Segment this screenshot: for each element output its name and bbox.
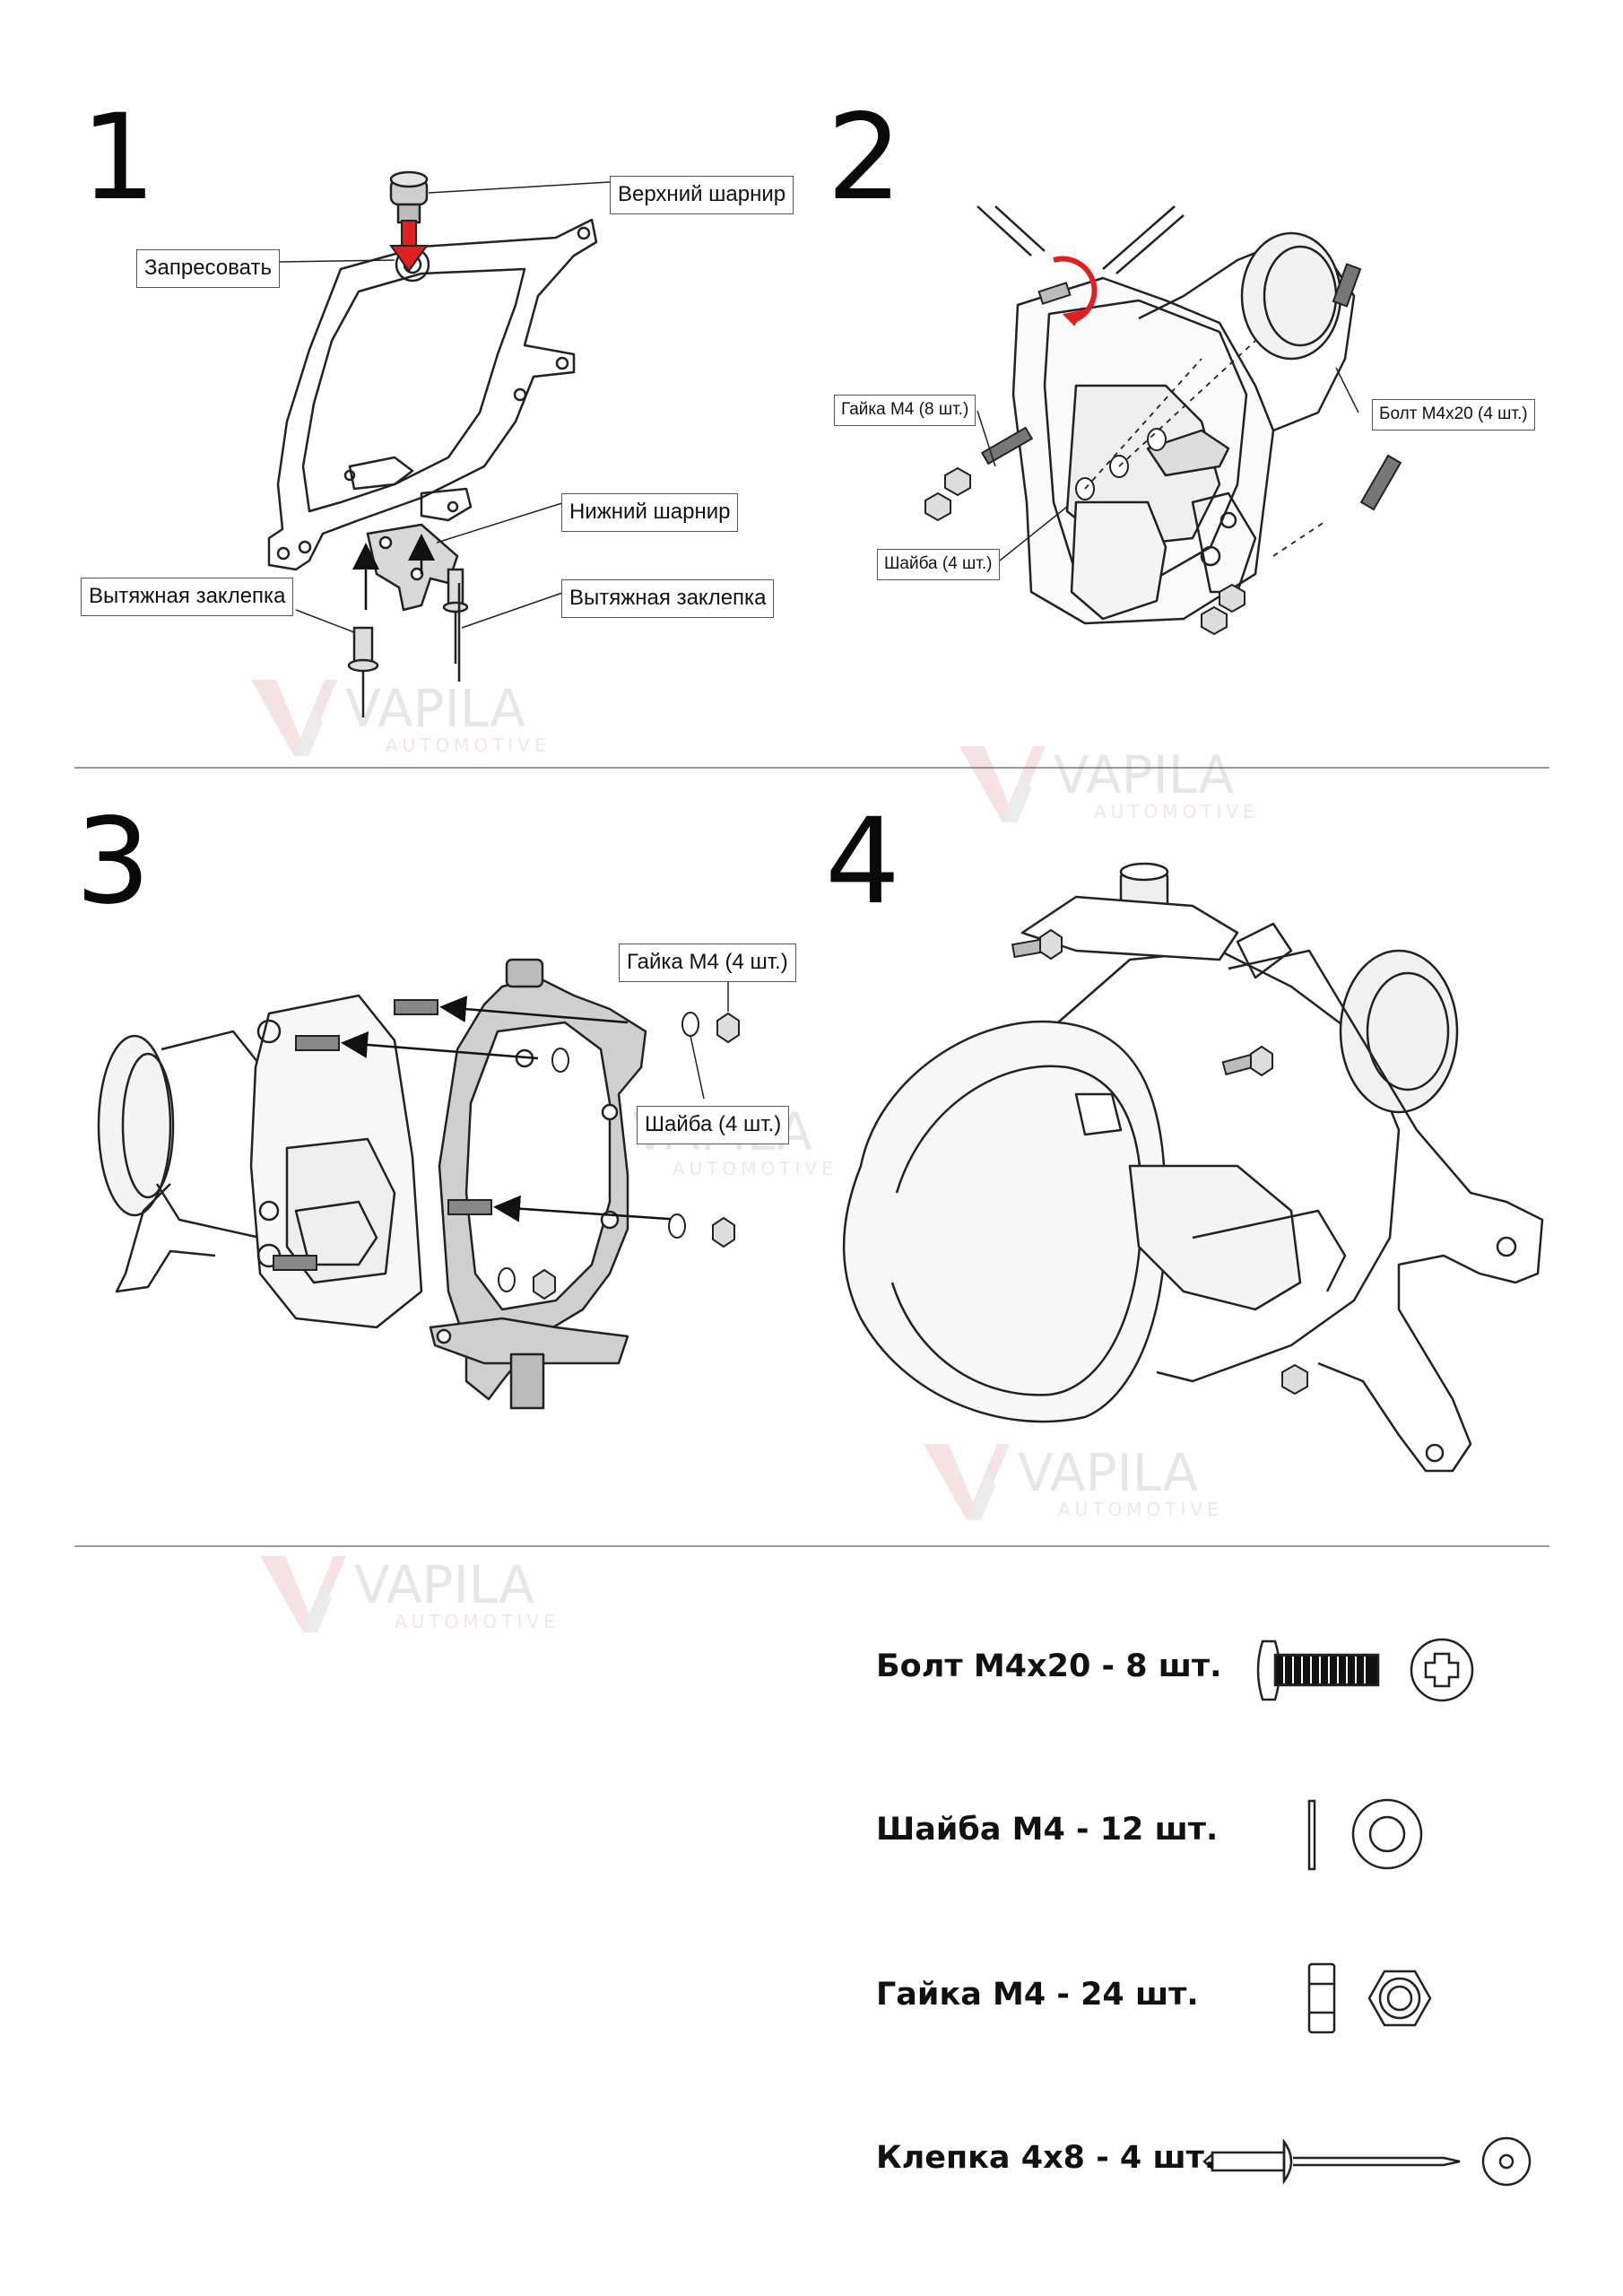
step-number-3: 3 — [75, 793, 151, 931]
washer-icon — [1307, 1798, 1423, 1871]
section-divider-bottom — [74, 1545, 1549, 1547]
step2-bolts — [980, 263, 1402, 511]
watermark-sub: AUTOMOTIVE — [673, 1158, 838, 1179]
part-label-washer: Шайба М4 - 12 шт. — [876, 1812, 1219, 1848]
step3-nuts — [533, 1012, 740, 1300]
callout-rivet-left: Вытяжная заклепка — [81, 578, 294, 616]
watermark-brand: VAPILA — [345, 678, 525, 739]
part-label-rivet: Клепка 4х8 - 4 шт. — [876, 2140, 1217, 2176]
callout-nut-4: Гайка М4 (4 шт.) — [619, 944, 796, 982]
section-divider-top — [74, 767, 1549, 769]
watermark-sub: AUTOMOTIVE — [1058, 1499, 1223, 1520]
step4-bolts — [1011, 928, 1308, 1396]
step1-arrows — [352, 534, 435, 610]
step3-projector — [97, 994, 423, 1329]
step4-assembled-projector — [842, 862, 1544, 1473]
step3-bolts — [273, 999, 492, 1271]
step2-leaders — [976, 367, 1359, 561]
step1-press-arrow — [389, 220, 429, 273]
part-label-bolt: Болт М4х20 - 8 шт. — [876, 1648, 1222, 1684]
callout-press: Запресовать — [136, 249, 280, 288]
step3-bracket — [429, 958, 647, 1410]
watermark-sub: AUTOMOTIVE — [386, 735, 551, 756]
step-number-2: 2 — [827, 89, 902, 227]
callout-washer-4: Шайба (4 шт.) — [877, 549, 1000, 580]
callout-washer-4: Шайба (4 шт.) — [637, 1106, 790, 1144]
watermark-logo: VAPILA AUTOMOTIVE — [924, 1435, 1264, 1525]
step2-projector — [976, 205, 1356, 625]
watermark-brand: VAPILA — [1054, 744, 1234, 805]
step-number-1: 1 — [81, 89, 156, 227]
watermark-logo: VAPILA AUTOMOTIVE — [251, 671, 592, 761]
callout-nut-8: Гайка М4 (8 шт.) — [834, 395, 976, 426]
watermark-logo: VAPILA AUTOMOTIVE — [959, 737, 1300, 827]
step1-rivets — [347, 568, 469, 718]
watermark-sub: AUTOMOTIVE — [1094, 801, 1259, 822]
step-number-4: 4 — [825, 793, 900, 931]
bolt-icon — [1256, 1638, 1474, 1702]
step2-rotation-arrow — [1053, 256, 1098, 326]
part-label-nut: Гайка М4 - 24 шт. — [876, 1977, 1199, 2013]
step3-arrows — [341, 996, 682, 1222]
step1-lower-hinge — [366, 523, 459, 612]
step1-bracket — [267, 218, 598, 571]
callout-bolt-m4x20: Болт М4х20 (4 шт.) — [1372, 399, 1535, 430]
rivet-icon — [1202, 2136, 1532, 2187]
step1-top-hinge — [389, 170, 429, 224]
step2-nuts — [924, 466, 1245, 636]
watermark-brand: VAPILA — [354, 1554, 534, 1615]
watermark-brand: VAPILA — [1018, 1442, 1198, 1503]
nut-icon — [1307, 1962, 1432, 2034]
watermark-sub: AUTOMOTIVE — [395, 1611, 560, 1632]
callout-rivet-right: Вытяжная заклепка — [561, 579, 775, 618]
step3-leaders — [690, 978, 729, 1100]
callout-top-hinge: Верхний шарнир — [610, 176, 794, 214]
watermark-logo: VAPILA AUTOMOTIVE — [260, 1547, 601, 1637]
step2-dashed-paths — [1084, 340, 1328, 557]
step1-leaders — [279, 181, 611, 633]
callout-lower-hinge: Нижний шарнир — [561, 493, 739, 532]
